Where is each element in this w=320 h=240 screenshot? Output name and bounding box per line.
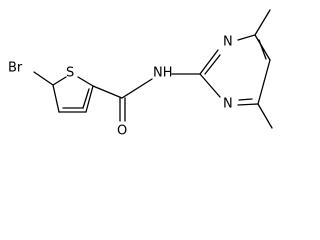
bond-c4-n3-double xyxy=(238,98,253,101)
bond-c4-methyl xyxy=(257,103,273,129)
bonds xyxy=(33,9,273,129)
bond-c3-c2-double xyxy=(82,88,90,109)
bond-c5-br xyxy=(33,71,54,86)
carbonyl-oxygen-label: O xyxy=(117,124,127,139)
bond-c3-c2 xyxy=(85,85,94,113)
bond-c6-c5-double xyxy=(258,39,267,60)
bond-c5-s xyxy=(52,76,67,86)
bond-n1-c6 xyxy=(237,34,256,41)
bond-c2-n1-double xyxy=(204,54,221,75)
sulfur-label: S xyxy=(66,66,74,81)
bond-s-c2 xyxy=(77,76,94,87)
bond-c4-n3 xyxy=(237,103,259,106)
pyrimidine-n1-label: N xyxy=(223,35,233,50)
bond-c6-c5 xyxy=(254,34,271,61)
bromine-label: Br xyxy=(8,61,23,76)
bond-c5-c4 xyxy=(52,84,60,113)
pyrimidine-n3-label: N xyxy=(223,97,233,112)
bond-c5-c4 xyxy=(257,59,271,105)
bond-c2-carbonyl xyxy=(92,85,123,99)
bond-c6-methyl xyxy=(254,9,271,36)
structure-diagram: Br S NH O N N xyxy=(8,9,273,139)
atom-labels: Br S NH O N N xyxy=(8,35,233,139)
bond-carbonyl-nh xyxy=(121,78,153,99)
bond-c2-n1 xyxy=(199,49,219,75)
amide-nh-label: NH xyxy=(153,66,173,81)
bond-n3-c2 xyxy=(199,73,221,98)
